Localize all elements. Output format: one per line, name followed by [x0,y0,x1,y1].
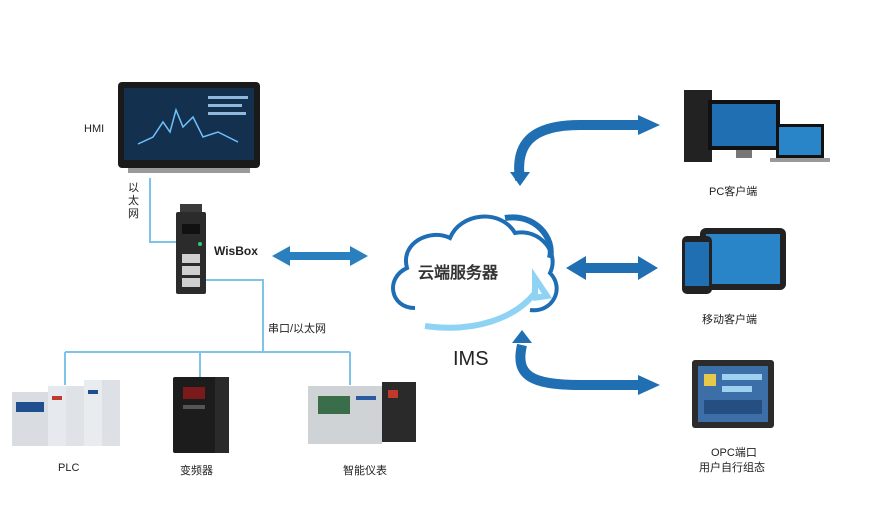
hmi-label: HMI [84,123,105,135]
wisbox-bus-line [205,279,264,352]
opc-curve-arrow [515,343,640,390]
cloud-server [385,198,565,338]
plc-device [12,380,122,450]
hmi-wisbox-line [149,178,178,243]
ethernet-label: 以太网 [128,182,139,220]
smart-meter-label: 智能仪表 [343,465,387,477]
wisbox-cloud-arrow [272,246,368,266]
pc-client-device [680,88,830,168]
cloud-bottom-arrowhead [512,330,532,343]
wisbox-device [176,204,206,294]
pc-arrowhead [638,115,660,135]
pc-curve-arrow [514,120,640,181]
opc-panel-device [692,360,774,428]
mobile-client-device [680,226,790,296]
mobile-client-label: 移动客户端 [702,314,757,326]
ims-label: IMS [453,348,489,370]
hmi-device [118,82,260,174]
opc-config-label: 用户自行组态 [699,462,765,474]
smart-meter-device [308,382,418,446]
opc-port-label: OPC端口 [711,447,757,459]
cloud-label: 云端服务器 [418,265,499,282]
opc-arrowhead [638,375,660,395]
mobile-double-arrow [566,256,658,280]
inverter-device [173,377,229,453]
serial-ethernet-label: 串口/以太网 [268,323,327,335]
wisbox-label: WisBox [214,244,258,258]
cloud-top-arrowhead [510,172,530,186]
pc-client-label: PC客户端 [709,186,758,198]
inverter-label: 变频器 [180,465,213,477]
plc-label: PLC [58,462,80,474]
